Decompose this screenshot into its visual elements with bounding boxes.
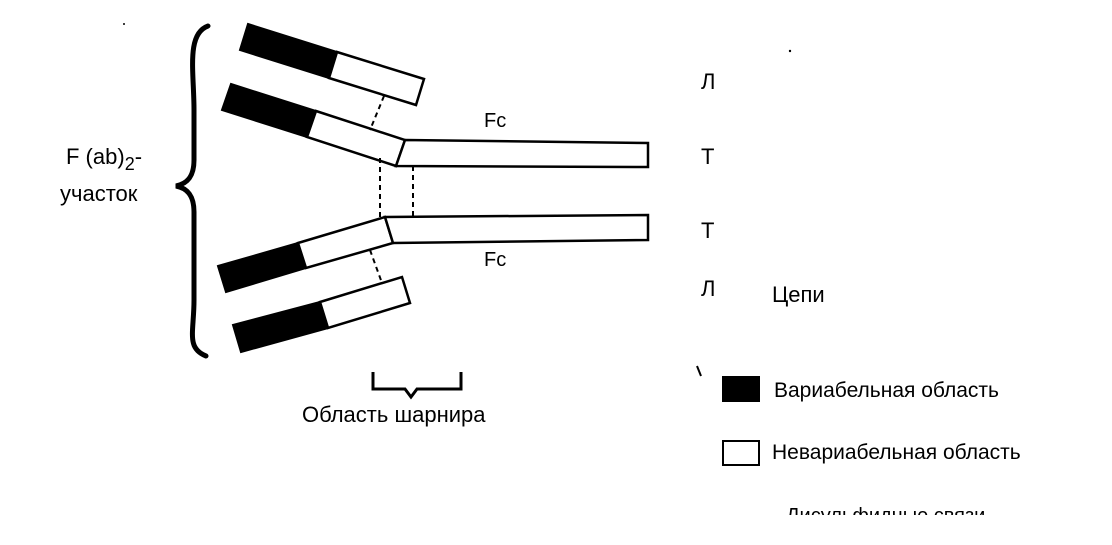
- fab-region-brace: [175, 23, 211, 359]
- heavy-chain-lower-variable-domain: [216, 241, 308, 294]
- heavy-chain-upper-fc: [394, 138, 650, 169]
- legend-label-constant: Невариабельная область: [772, 441, 1021, 464]
- disulfide-bond-light-heavy-upper: [369, 95, 385, 131]
- fab-label-main: F (ab): [66, 144, 125, 169]
- light-chain-lower-constant-domain: [318, 275, 412, 330]
- stray-mark: [696, 365, 702, 377]
- light-chain-lower: [231, 275, 412, 354]
- hinge-region-bracket: [371, 372, 463, 400]
- heavy-chain-lower: [216, 213, 650, 294]
- chain-label-heavy-top: Т: [701, 144, 715, 169]
- heavy-chain-upper-variable-domain: [220, 82, 318, 139]
- chains-label: Цепи: [772, 282, 825, 307]
- legend-swatch-variable: [722, 376, 760, 402]
- fab-region-label: F (ab)2-: [66, 144, 143, 174]
- fab-region-word: участок: [60, 181, 138, 206]
- light-chain-lower-variable-domain: [231, 300, 330, 354]
- fc-label-top: Fc: [484, 110, 507, 132]
- fab-label-subscript: 2: [124, 154, 135, 174]
- light-chain-upper-variable-domain: [238, 22, 339, 80]
- chain-label-heavy-bottom: Т: [701, 218, 715, 243]
- light-chain-upper: [238, 22, 426, 107]
- stray-dot: [788, 49, 792, 53]
- legend-label-disulfide: Дисульфидные связи: [786, 506, 985, 515]
- disulfide-bond-light-heavy-lower: [369, 249, 383, 284]
- light-chain-upper-constant-domain: [327, 50, 426, 107]
- legend-label-variable: Вариабельная область: [774, 379, 999, 402]
- heavy-chain-upper-constant-fab: [305, 109, 407, 168]
- chain-label-light-top: Л: [701, 69, 716, 94]
- fc-label-bottom: Fc: [484, 249, 507, 271]
- stray-dot: [123, 23, 125, 25]
- chain-label-light-bottom: Л: [701, 276, 716, 301]
- heavy-chain-lower-constant-fab: [296, 215, 395, 270]
- heavy-chain-upper: [220, 82, 650, 169]
- hinge-region-label: Область шарнира: [302, 402, 486, 427]
- legend-swatch-constant: [722, 440, 760, 466]
- disulfide-bonds: [369, 95, 414, 284]
- fab-label-dash: -: [134, 144, 143, 169]
- heavy-chain-lower-fc: [383, 213, 650, 245]
